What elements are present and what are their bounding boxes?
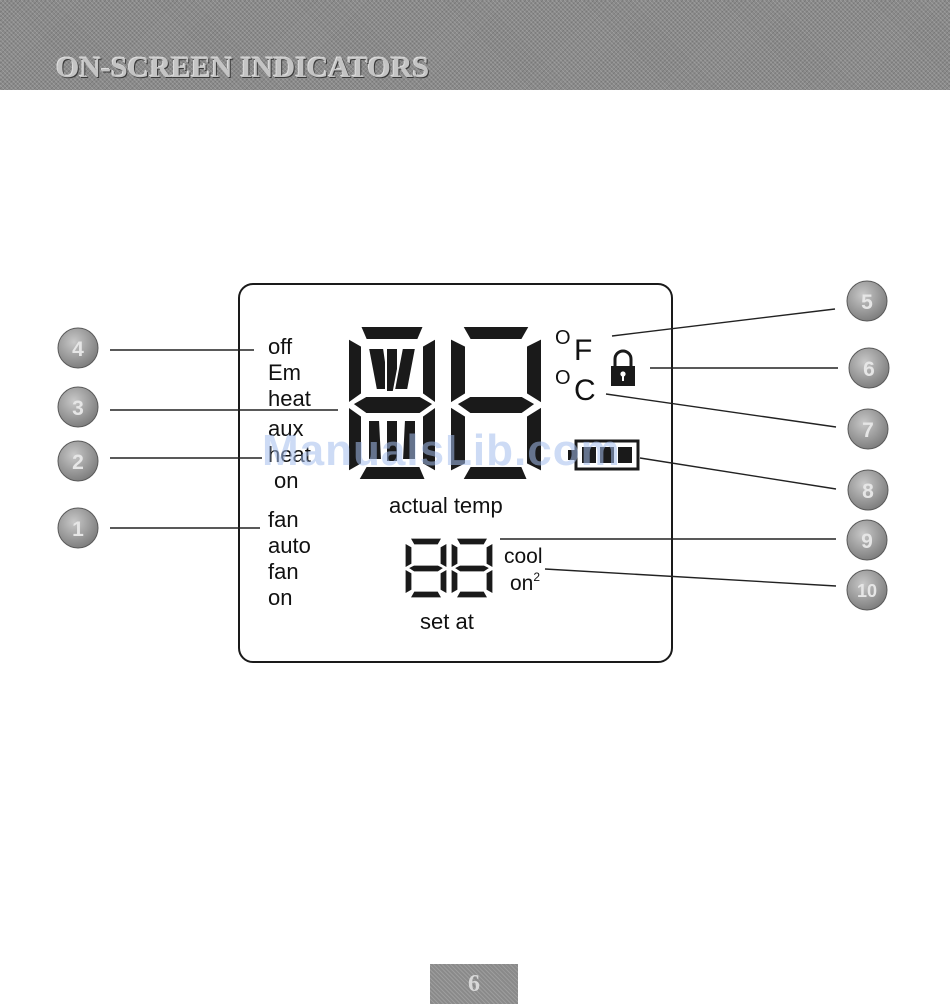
callout-2-label: 2 <box>72 451 84 474</box>
mode-label-on: on <box>274 468 298 493</box>
callout-3: 3 <box>58 387 98 427</box>
degree-symbol-c: O <box>555 367 571 389</box>
degree-symbol-f: O <box>555 327 571 349</box>
callout-1: 1 <box>58 508 98 548</box>
callout-10: 10 <box>847 570 887 610</box>
set-at-label: set at <box>420 609 474 634</box>
cool-on-text: on <box>510 572 533 595</box>
callout-7: 7 <box>848 409 888 449</box>
callout-7-label: 7 <box>862 419 874 442</box>
callout-4-label: 4 <box>72 338 84 361</box>
fan-label-auto: auto <box>268 533 311 558</box>
callout-8-label: 8 <box>862 480 874 503</box>
callout-6-label: 6 <box>863 358 875 381</box>
callout-5: 5 <box>847 281 887 321</box>
callout-9: 9 <box>847 520 887 560</box>
actual-temp-label: actual temp <box>389 493 503 518</box>
callout-5-label: 5 <box>861 291 873 314</box>
callout-2: 2 <box>58 441 98 481</box>
callout-10-label: 10 <box>857 581 877 601</box>
mode-label-off: off <box>268 334 293 359</box>
cool-on-superscript: 2 <box>533 570 540 584</box>
callout-1-label: 1 <box>72 518 84 541</box>
fan-label-fan: fan <box>268 507 299 532</box>
fan-label-fan-2: fan <box>268 559 299 584</box>
callout-6: 6 <box>849 348 889 388</box>
page-number: 6 <box>430 964 518 1004</box>
callout-3-label: 3 <box>72 397 84 420</box>
callout-8: 8 <box>848 470 888 510</box>
mode-label-aux-heat: heat <box>268 442 311 467</box>
unit-fahrenheit: F <box>574 334 592 367</box>
callout-9-label: 9 <box>861 530 873 553</box>
mode-label-em: Em <box>268 360 301 385</box>
mode-label-aux: aux <box>268 416 303 441</box>
actual-temp-digit-1 <box>348 326 436 480</box>
callout-4: 4 <box>58 328 98 368</box>
unit-celsius: C <box>574 374 596 407</box>
mode-label-heat: heat <box>268 386 311 411</box>
cool-label: cool <box>504 545 543 568</box>
fan-label-on: on <box>268 585 292 610</box>
